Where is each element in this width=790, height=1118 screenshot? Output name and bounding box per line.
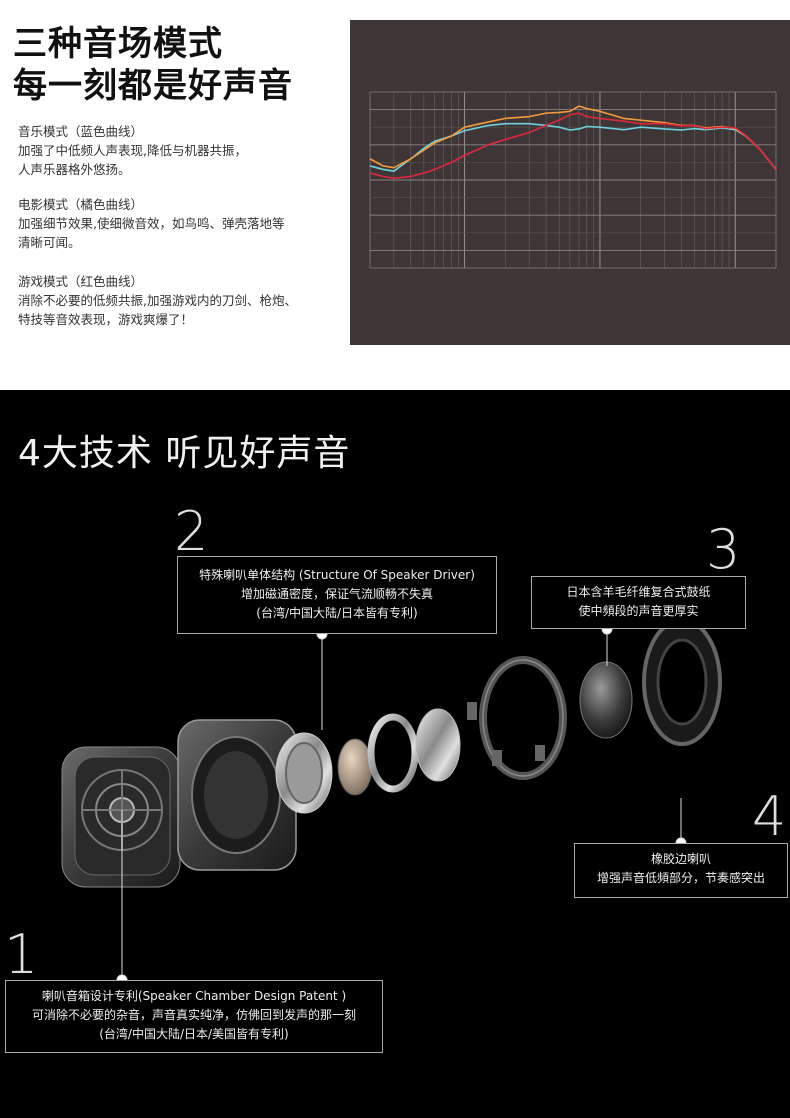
driver-structure-callout: 特殊喇叭单体结构 (Structure Of Speaker Driver) 增… (177, 556, 497, 634)
movie-mode-title: 电影模式（橘色曲线） (18, 197, 144, 212)
magnet-ring-part (275, 732, 333, 814)
technology-number-3: 3 (706, 518, 741, 581)
technology-section: 4大技术 听见好声音 (0, 390, 790, 1118)
rubber-surround-part (642, 618, 722, 746)
response-curve-2 (369, 112, 777, 180)
paper-cone-callout: 日本含羊毛纤维复合式鼓纸 使中頻段的声音更厚实 (531, 576, 746, 629)
sound-modes-section: 三种音场模式 每一刻都是好声音 音乐模式（蓝色曲线） 加强了中低频人声表现,降低… (0, 0, 790, 390)
technology-number-2: 2 (174, 500, 209, 563)
frequency-response-chart (350, 20, 790, 345)
chamber-patent-callout: 喇叭音箱设计专利(Speaker Chamber Design Patent )… (5, 980, 383, 1053)
headline-line-1: 三种音场模式 (13, 24, 223, 64)
music-mode-description: 音乐模式（蓝色曲线） 加强了中低频人声表现,降低与机器共振， 人声乐器格外悠扬。 (18, 122, 353, 179)
movie-mode-description: 电影模式（橘色曲线） 加强细节效果,使细微音效，如鸟鸣、弹壳落地等 清晰可闻。 (18, 195, 353, 252)
chart-grid (369, 91, 777, 269)
rubber-edge-callout: 橡胶边喇叭 增强声音低頻部分，节奏感突出 (574, 843, 788, 898)
basket-ring-part (467, 656, 567, 780)
response-curve-1 (369, 105, 777, 170)
music-mode-text-1: 加强了中低频人声表现,降低与机器共振， (18, 143, 247, 158)
movie-mode-text-1: 加强细节效果,使细微音效，如鸟鸣、弹壳落地等 (18, 216, 285, 231)
cone-callout-line-1: 日本含羊毛纤维复合式鼓纸 (566, 585, 711, 599)
chamber-callout-line-1: 喇叭音箱设计专利(Speaker Chamber Design Patent ) (41, 989, 347, 1003)
copper-disc-part (337, 738, 373, 796)
rubber-callout-line-1: 橡胶边喇叭 (650, 852, 711, 866)
speaker-exploded-view (61, 618, 722, 986)
paper-cone-part (579, 661, 633, 739)
game-mode-text-1: 消除不必要的低频共振,加强游戏内的刀剑、枪炮、 (18, 293, 297, 308)
music-mode-title: 音乐模式（蓝色曲线） (18, 124, 144, 139)
cone-callout-line-2: 使中頻段的声音更厚实 (578, 604, 699, 618)
chart-curves (369, 105, 777, 180)
headline-line-2: 每一刻都是好声音 (13, 66, 293, 106)
chamber-callout-line-2: 可消除不必要的杂音，声音真实纯净，仿佛回到发声的那一刻 (31, 1008, 356, 1022)
movie-mode-text-2: 清晰可闻。 (18, 235, 81, 250)
technology-number-4: 4 (752, 785, 787, 848)
pole-plate-part (415, 708, 461, 782)
speaker-chamber-part (61, 746, 181, 888)
game-mode-description: 游戏模式（红色曲线） 消除不必要的低频共振,加强游戏内的刀剑、枪炮、 特技等音效… (18, 272, 353, 329)
driver-callout-line-2: 增加磁通密度，保证气流顺畅不失真 (240, 587, 433, 601)
frequency-response-plot (369, 91, 777, 269)
rubber-callout-line-2: 增强声音低頻部分，节奏感突出 (596, 871, 765, 885)
chamber-callout-line-3: (台湾/中国大陆/日本/美国皆有专利) (99, 1027, 289, 1041)
music-mode-text-2: 人声乐器格外悠扬。 (18, 162, 131, 177)
driver-callout-line-1: 特殊喇叭单体结构 (Structure Of Speaker Driver) (199, 568, 475, 582)
technology-title: 4大技术 听见好声音 (18, 433, 351, 474)
driver-callout-line-3: (台湾/中国大陆/日本皆有专利) (256, 606, 418, 620)
speaker-frame-part (177, 719, 297, 871)
response-curve-0 (369, 122, 777, 172)
technology-number-1: 1 (4, 923, 39, 986)
steel-ring-part (367, 713, 419, 793)
game-mode-title: 游戏模式（红色曲线） (18, 274, 144, 289)
game-mode-text-2: 特技等音效表现，游戏爽爆了！ (18, 312, 194, 327)
